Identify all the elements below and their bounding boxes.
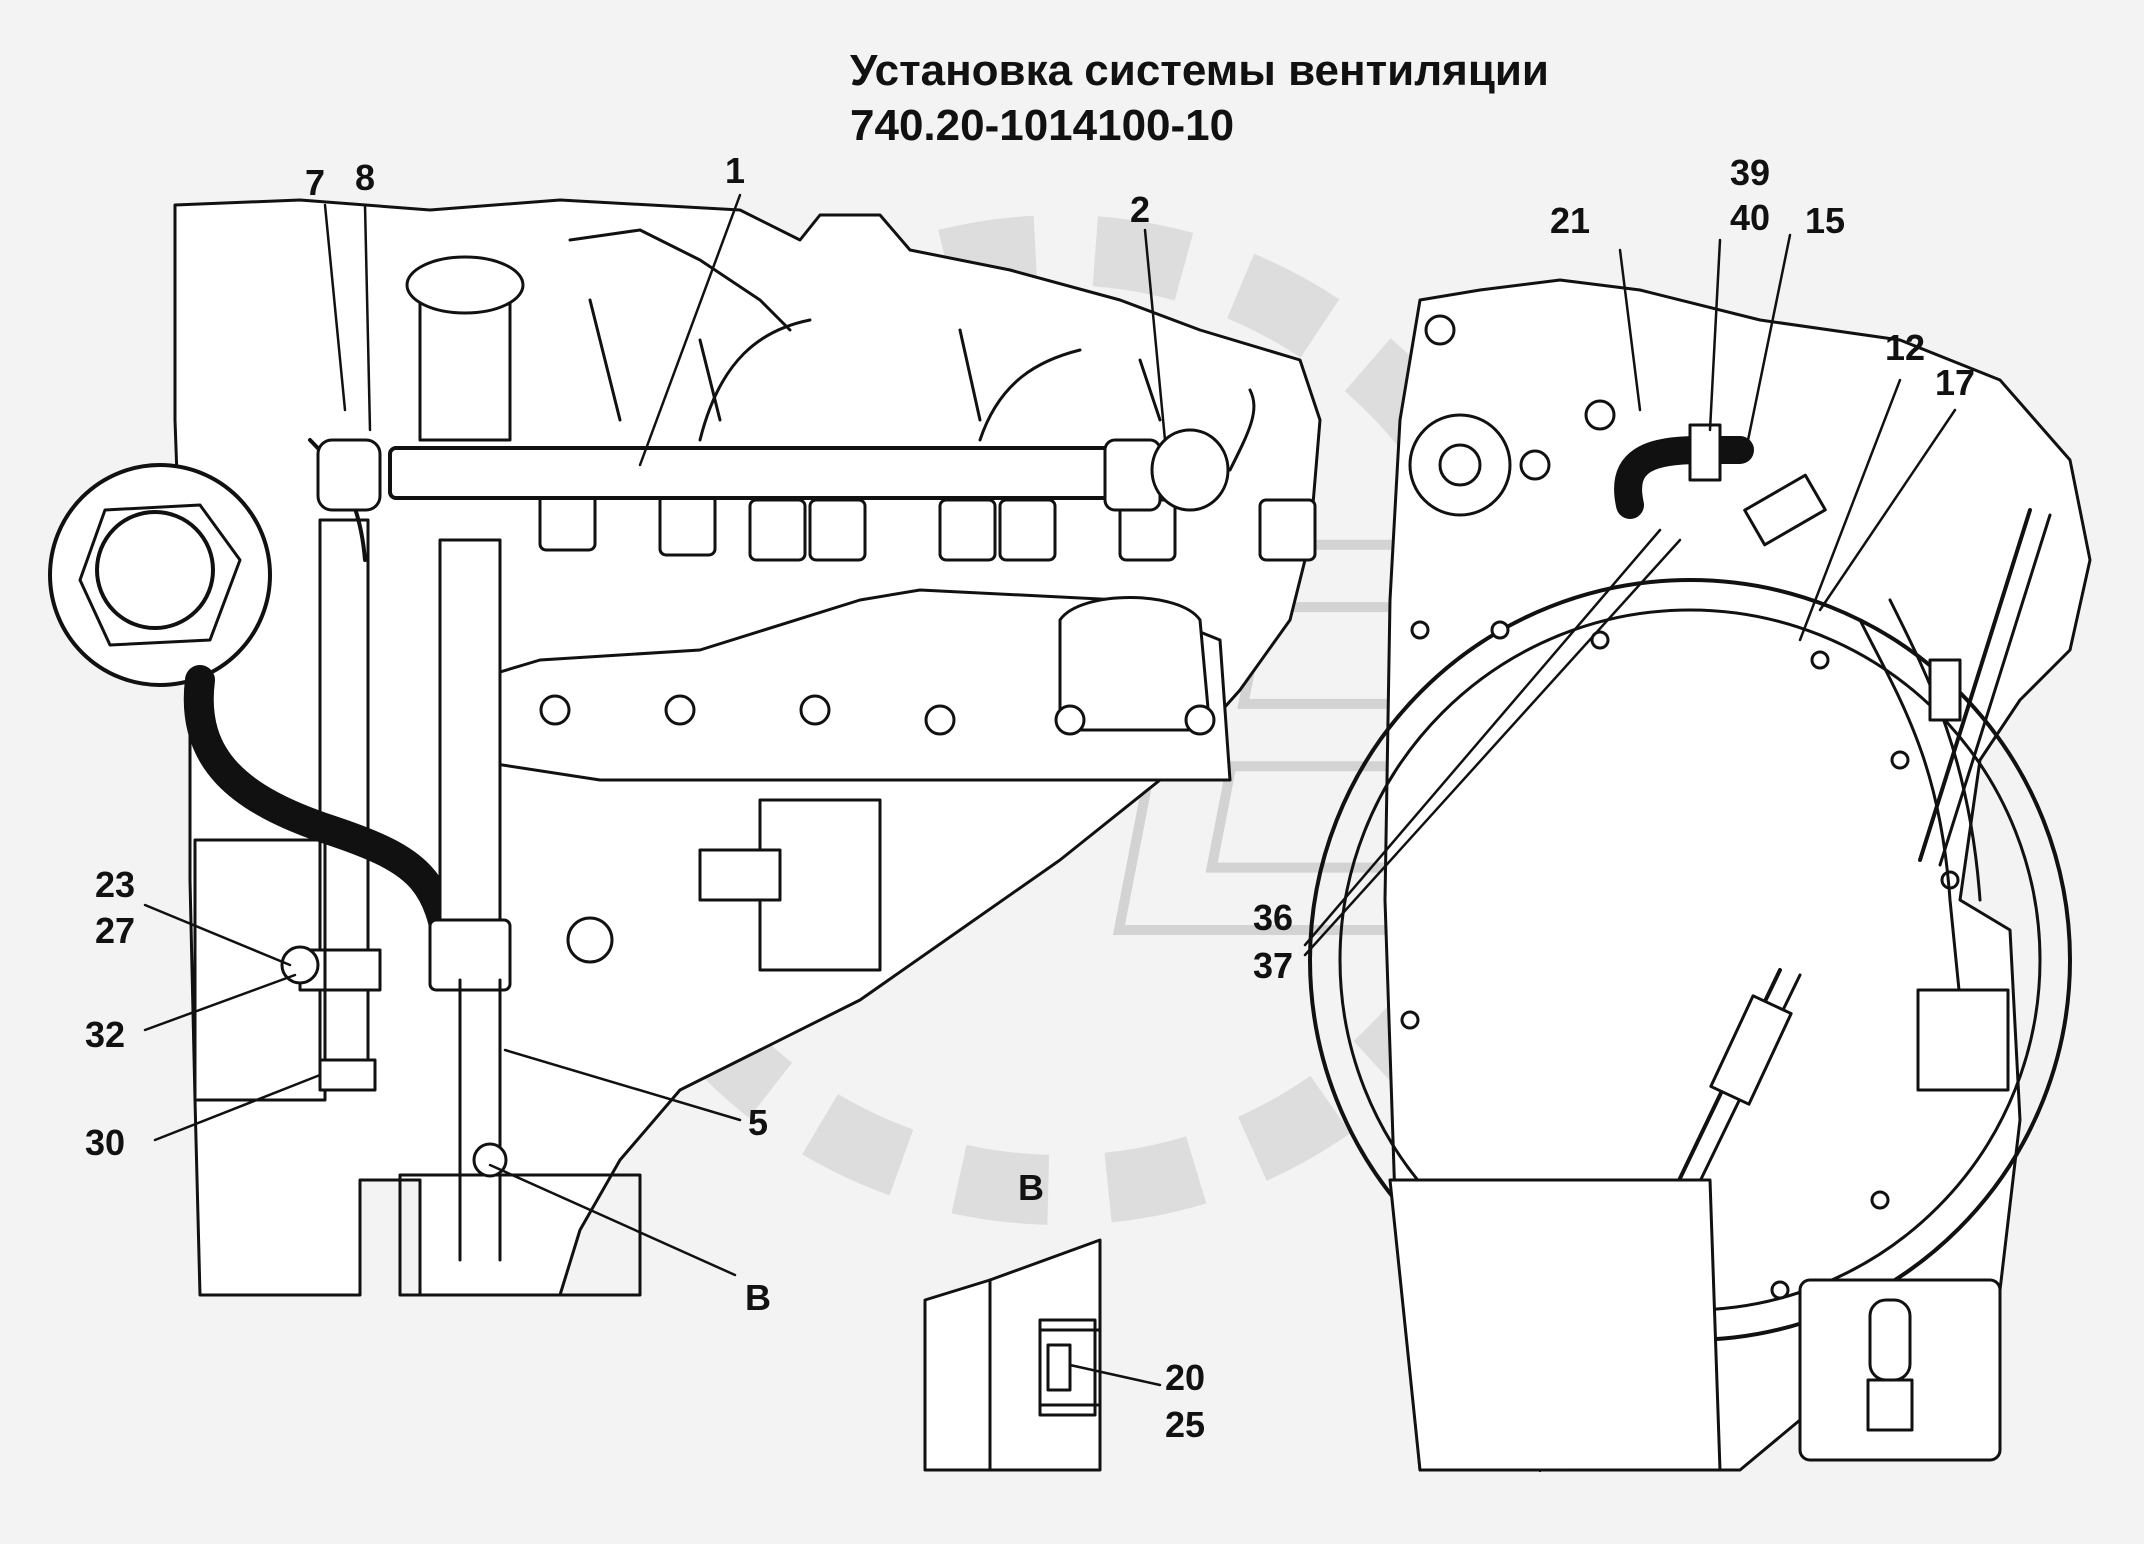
callout-20: 20 — [1165, 1357, 1205, 1398]
callout-labels: 1 2 5 7 8 12 15 17 21 23 27 30 32 36 37 … — [85, 150, 1975, 1445]
callout-5: 5 — [748, 1102, 768, 1143]
callout-17: 17 — [1935, 362, 1975, 403]
callout-40: 40 — [1730, 197, 1770, 238]
callout-36: 36 — [1253, 897, 1293, 938]
callout-7: 7 — [305, 162, 325, 203]
title-line-1: Установка системы вентиляции — [850, 46, 1549, 95]
detail-view-b — [923, 1238, 1102, 1472]
callout-25: 25 — [1165, 1404, 1205, 1445]
callout-21: 21 — [1550, 200, 1590, 241]
callout-37: 37 — [1253, 945, 1293, 986]
engine-side-view — [48, 198, 1322, 1297]
flywheel-housing-view — [1308, 278, 2092, 1472]
callout-32: 32 — [85, 1014, 125, 1055]
callout-30: 30 — [85, 1122, 125, 1163]
callout-27: 27 — [95, 910, 135, 951]
callout-b: B — [745, 1277, 771, 1318]
callout-1: 1 — [725, 150, 745, 191]
callout-39: 39 — [1730, 152, 1770, 193]
callout-8: 8 — [355, 157, 375, 198]
callout-12: 12 — [1885, 327, 1925, 368]
title-line-2: 740.20-1014100-10 — [850, 101, 1234, 150]
leader-lines — [143, 193, 1957, 1387]
callout-15: 15 — [1805, 200, 1845, 241]
detail-view-label: B — [1018, 1167, 1044, 1208]
callout-2: 2 — [1130, 189, 1150, 230]
callout-23: 23 — [95, 864, 135, 905]
